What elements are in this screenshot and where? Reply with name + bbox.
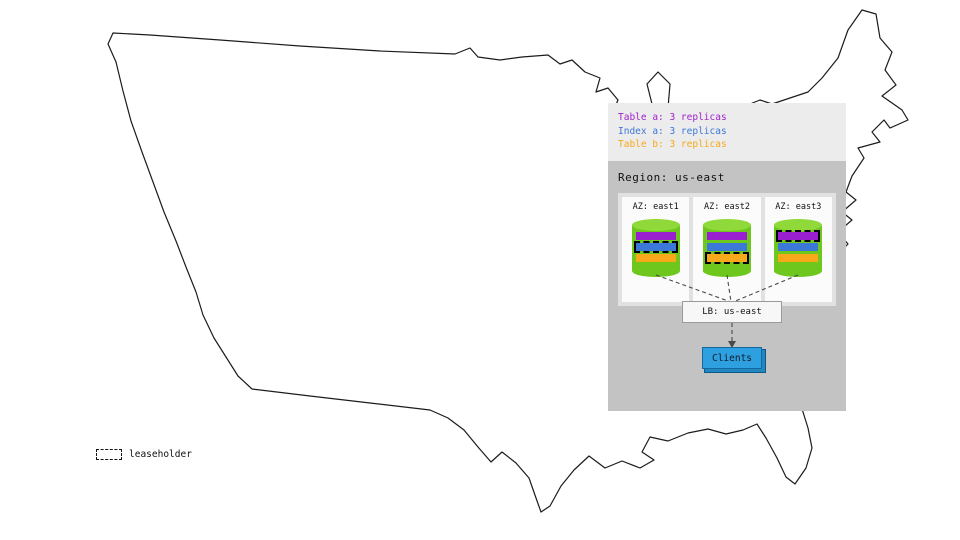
replica-bars [704, 232, 749, 264]
az-label: AZ: east3 [775, 202, 822, 212]
cylinder-part [631, 265, 680, 277]
az-box: AZ: east1 [622, 197, 690, 302]
load-balancer-box: LB: us-east [682, 301, 782, 323]
table-b-replica-leaseholder [704, 252, 749, 264]
index-a-replica [778, 243, 819, 251]
database-cylinder [631, 219, 680, 277]
table-a-replica [706, 232, 747, 240]
legend-item-table-b: Table b: 3 replicas [618, 139, 727, 150]
index-a-replica [706, 243, 747, 251]
database-cylinder [702, 219, 751, 277]
leaseholder-key: leaseholder [96, 449, 192, 460]
region-title: Region: us-east [618, 171, 725, 184]
az-box: AZ: east2 [693, 197, 761, 302]
replica-bars [776, 230, 821, 262]
leaseholder-dashed-swatch [96, 449, 122, 460]
table-b-replica [635, 254, 676, 262]
table-a-replica-leaseholder [776, 230, 821, 242]
replica-bars [633, 232, 678, 262]
cylinder-part [702, 219, 751, 231]
leaseholder-key-label: leaseholder [129, 449, 192, 460]
cylinder-part [774, 265, 823, 277]
table-a-replica [635, 232, 676, 240]
index-a-replica-leaseholder [633, 241, 678, 253]
az-box: AZ: east3 [764, 197, 832, 302]
load-balancer-label: LB: us-east [702, 307, 762, 317]
table-b-replica [778, 254, 819, 262]
clients-label: Clients [711, 352, 753, 364]
legend-item-table-a: Table a: 3 replicas [618, 112, 727, 123]
cylinder-part [631, 219, 680, 231]
cylinder-part [774, 219, 823, 231]
cylinder-part [702, 265, 751, 277]
clients-box: Clients [702, 347, 762, 369]
legend-item-index-a: Index a: 3 replicas [618, 125, 727, 137]
az-row: AZ: east1 AZ: east2 AZ: east3 [618, 193, 836, 306]
az-label: AZ: east2 [703, 202, 751, 212]
database-cylinder [774, 219, 823, 277]
az-label: AZ: east1 [632, 202, 679, 212]
